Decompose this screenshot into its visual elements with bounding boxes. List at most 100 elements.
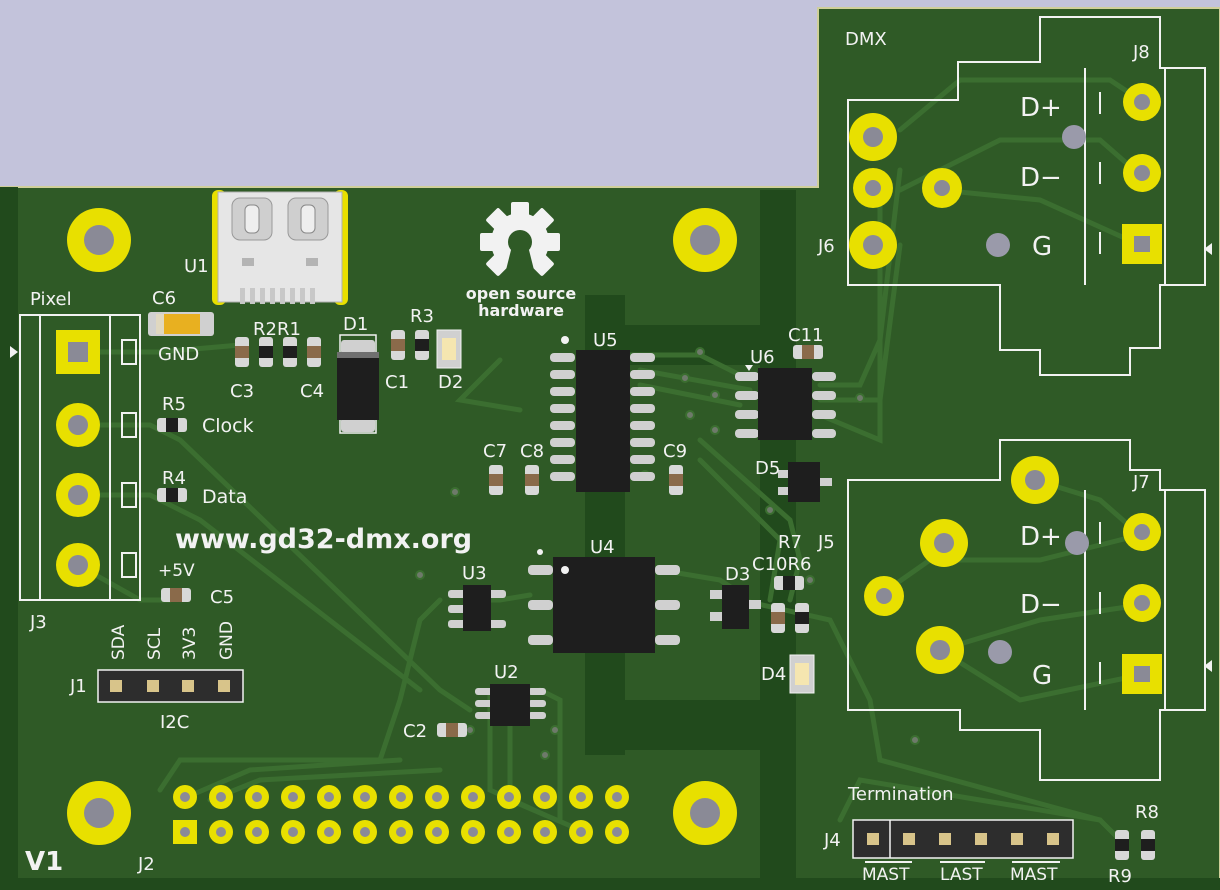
ref-j7: J7 bbox=[1132, 472, 1150, 493]
res-r5 bbox=[157, 418, 187, 432]
pin-label-clock: Clock bbox=[202, 415, 254, 437]
i2c-pin-3v3: 3V3 bbox=[180, 627, 200, 660]
ref-c2: C2 bbox=[403, 721, 427, 742]
i2c-header-j1 bbox=[97, 669, 244, 703]
res-r3 bbox=[415, 330, 429, 360]
header-pin-hole bbox=[540, 827, 550, 837]
dmx-j8-g: G bbox=[1032, 232, 1052, 262]
board-url: www.gd32-dmx.org bbox=[175, 524, 472, 555]
ref-c4: C4 bbox=[300, 381, 324, 402]
header-pin-hole bbox=[396, 792, 406, 802]
header-pin-hole bbox=[576, 792, 586, 802]
header-pin-hole bbox=[180, 792, 190, 802]
dmx-j7-g: G bbox=[1032, 661, 1052, 691]
ref-u6: U6 bbox=[750, 347, 775, 368]
pin-label-data: Data bbox=[202, 486, 247, 508]
cap-c2 bbox=[437, 723, 467, 737]
ref-c8: C8 bbox=[520, 441, 544, 462]
ref-j8: J8 bbox=[1132, 42, 1150, 63]
ref-u1: U1 bbox=[184, 256, 209, 277]
header-pin-hole bbox=[288, 827, 298, 837]
ref-j4: J4 bbox=[823, 830, 841, 851]
led-d2 bbox=[436, 329, 462, 369]
res-r9 bbox=[1115, 830, 1129, 860]
pin-label-gnd-c6: GND bbox=[158, 344, 199, 365]
ref-c6: C6 bbox=[152, 288, 176, 309]
header-pin-hole bbox=[468, 827, 478, 837]
cap-c11 bbox=[793, 345, 823, 359]
oshw-text-line1: open source bbox=[466, 284, 577, 303]
i2c-pin-gnd: GND bbox=[217, 621, 237, 660]
oshw-gear-icon bbox=[480, 202, 560, 278]
i2c-pin-scl: SCL bbox=[145, 627, 165, 660]
ref-c9: C9 bbox=[663, 441, 687, 462]
dmx-connector-j7 bbox=[847, 439, 1212, 781]
termination-header-j4 bbox=[852, 819, 1074, 863]
term-pin-last: LAST bbox=[940, 865, 983, 885]
ref-r2r1: R2R1 bbox=[253, 319, 301, 340]
cap-c9 bbox=[669, 465, 683, 495]
header-pin-hole bbox=[612, 792, 622, 802]
oshw-text-line2: hardware bbox=[478, 301, 564, 320]
pixel-terminal-j3 bbox=[10, 314, 141, 601]
ic-u4 bbox=[528, 549, 680, 653]
i2c-pin-sda: SDA bbox=[109, 624, 129, 660]
ref-j2: J2 bbox=[137, 854, 155, 875]
section-label-pixel: Pixel bbox=[30, 289, 72, 310]
header-pin-hole bbox=[504, 827, 514, 837]
term-pin-mast-2: MAST bbox=[1010, 865, 1058, 885]
cap-c8 bbox=[525, 465, 539, 495]
ic-u5 bbox=[550, 336, 655, 492]
cap-c3 bbox=[235, 337, 249, 367]
header-pin-hole bbox=[432, 792, 442, 802]
dmx-connector-j8 bbox=[847, 16, 1212, 376]
header-pin-hole bbox=[432, 827, 442, 837]
ref-c10r6: C10R6 bbox=[752, 554, 811, 575]
ref-c7: C7 bbox=[483, 441, 507, 462]
header-pin-hole bbox=[180, 827, 190, 837]
ref-r5: R5 bbox=[162, 394, 186, 415]
res-r4 bbox=[157, 488, 187, 502]
ref-c5: C5 bbox=[210, 587, 234, 608]
header-pin-hole bbox=[252, 827, 262, 837]
ic-u2 bbox=[475, 684, 546, 726]
header-pin-hole bbox=[612, 827, 622, 837]
header-pin-hole bbox=[360, 792, 370, 802]
res-r7 bbox=[774, 576, 804, 590]
header-pin-hole bbox=[216, 827, 226, 837]
ref-d2: D2 bbox=[438, 372, 463, 393]
mounting-holes bbox=[67, 208, 737, 845]
ref-j1: J1 bbox=[69, 676, 87, 697]
capacitor-c6 bbox=[148, 312, 214, 336]
dmx-j7-dminus: D− bbox=[1020, 590, 1062, 620]
ref-r7: R7 bbox=[778, 532, 802, 553]
cap-c7 bbox=[489, 465, 503, 495]
res-r2 bbox=[259, 337, 273, 367]
ref-c1: C1 bbox=[385, 372, 409, 393]
board-version: V1 bbox=[25, 847, 63, 877]
passives bbox=[157, 330, 1155, 860]
ref-d1: D1 bbox=[343, 314, 368, 335]
ground-channel-bottom bbox=[0, 878, 1220, 890]
diode-d3 bbox=[710, 585, 761, 629]
ref-d5: D5 bbox=[755, 458, 780, 479]
usb-c-connector bbox=[212, 190, 348, 305]
section-label-termination: Termination bbox=[847, 784, 954, 805]
ref-j3: J3 bbox=[29, 612, 47, 633]
ref-c11: C11 bbox=[788, 325, 823, 346]
header-pin-hole bbox=[216, 792, 226, 802]
ground-channel-h2 bbox=[625, 700, 760, 750]
header-pin-hole bbox=[288, 792, 298, 802]
dmx-j7-dplus: D+ bbox=[1020, 522, 1062, 552]
header-pin-hole bbox=[396, 827, 406, 837]
diode-d5 bbox=[778, 462, 832, 502]
cap-c4 bbox=[307, 337, 321, 367]
ref-d3: D3 bbox=[725, 564, 750, 585]
res-r1 bbox=[283, 337, 297, 367]
dmx-j8-dminus: D− bbox=[1020, 163, 1062, 193]
header-j2 bbox=[173, 785, 629, 844]
header-pin-hole bbox=[324, 792, 334, 802]
header-pin-hole bbox=[468, 792, 478, 802]
ref-c3: C3 bbox=[230, 381, 254, 402]
